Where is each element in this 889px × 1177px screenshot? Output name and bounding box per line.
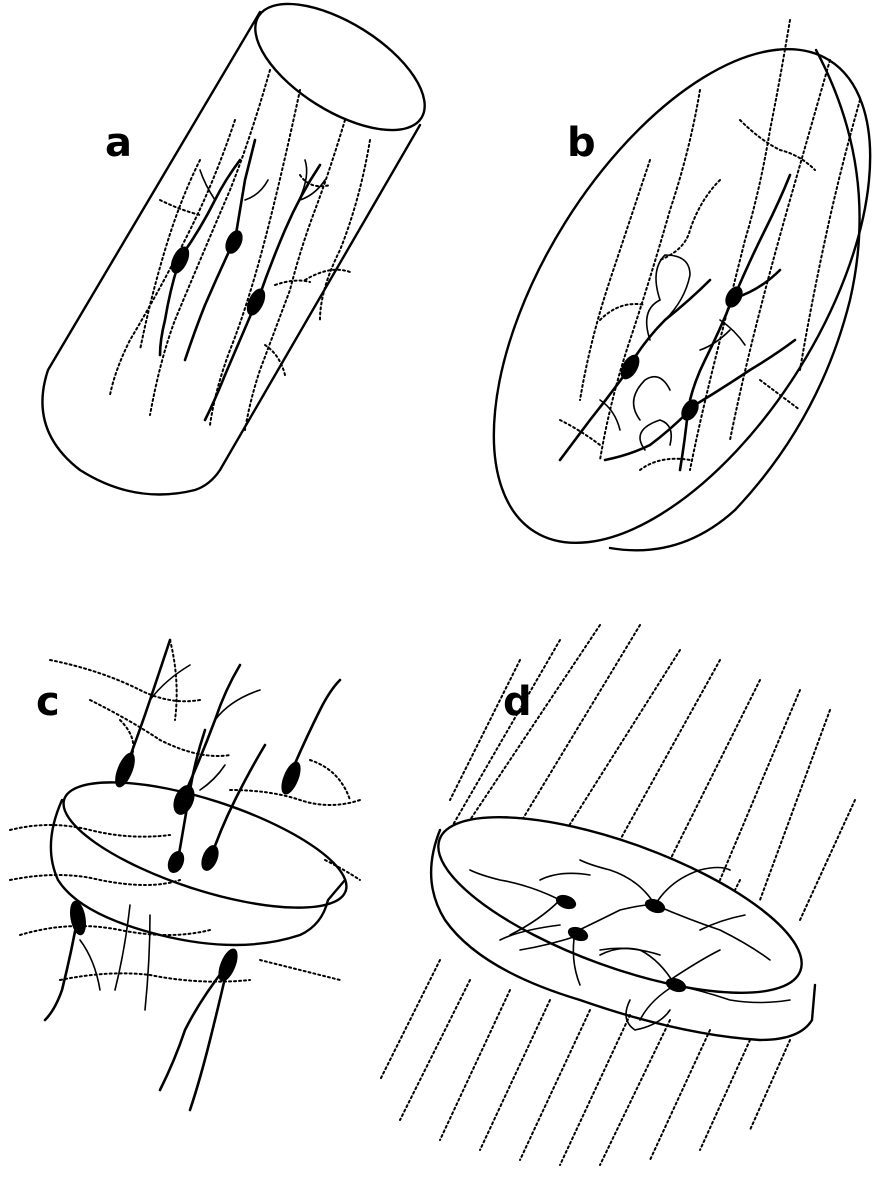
panel-a-drawing [42, 0, 444, 495]
panel-label-c: c [36, 682, 60, 722]
panel-label-d: d [503, 682, 532, 722]
disc-top-face [418, 781, 821, 1029]
disc-top-face [50, 756, 359, 933]
panel-label-a: a [105, 123, 132, 163]
panel-label-b: b [567, 123, 596, 163]
disc-side [51, 800, 345, 945]
panel-a-axons [110, 70, 370, 430]
panel-c-drawing [10, 640, 360, 1110]
cylinder-top-cap [235, 0, 444, 155]
panel-b-drawing [418, 0, 889, 605]
ellipsoid-outline [418, 0, 889, 605]
panel-c-disc [50, 756, 359, 945]
panel-c-neurons [45, 640, 340, 1110]
panel-a-cylinder [42, 0, 444, 495]
panel-d-drawing [380, 625, 855, 1165]
panel-b-ellipsoid [418, 0, 889, 605]
